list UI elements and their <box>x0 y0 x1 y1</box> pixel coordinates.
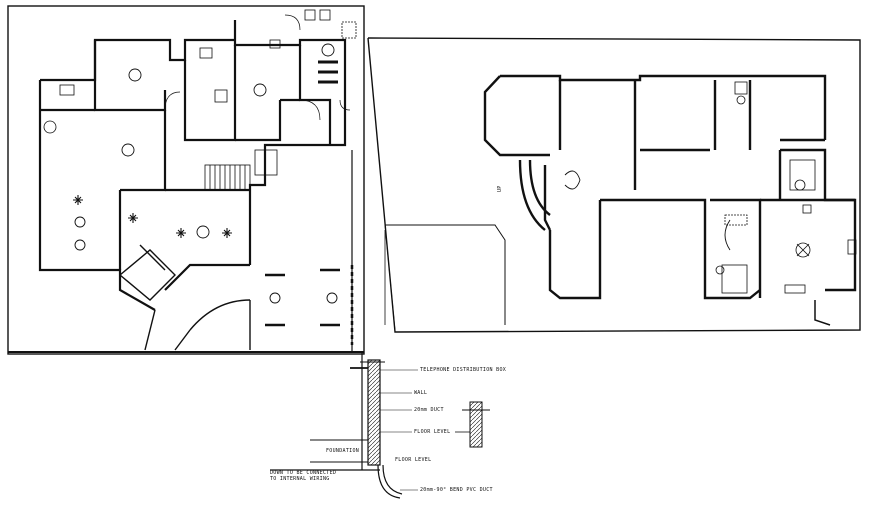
ceiling-light-fixtures <box>74 43 338 304</box>
telephone-duct-section-detail <box>270 352 490 499</box>
plan-vertical-note: UP <box>497 185 503 192</box>
label-internal-wiring-1: DOWN TO BE CONNECTED <box>270 470 337 476</box>
label-duct-20: 20mm DUCT <box>414 407 444 413</box>
label-telephone-box: TELEPHONE DISTRIBUTION BOX <box>420 367 507 373</box>
label-foundation: FOUNDATION <box>326 448 360 454</box>
label-bend-duct: 20mm-90° BEND PVC DUCT <box>420 487 493 493</box>
label-internal-wiring-2: TO INTERNAL WIRING <box>270 476 330 482</box>
label-wall: WALL <box>414 390 428 396</box>
label-floor-level-2: FLOOR LEVEL <box>395 457 432 463</box>
staircase <box>204 164 251 191</box>
ground-floor-plan <box>7 5 365 355</box>
label-floor-level-1: FLOOR LEVEL <box>414 429 451 435</box>
ceiling-fans <box>73 195 232 238</box>
first-floor-plan <box>367 37 861 333</box>
